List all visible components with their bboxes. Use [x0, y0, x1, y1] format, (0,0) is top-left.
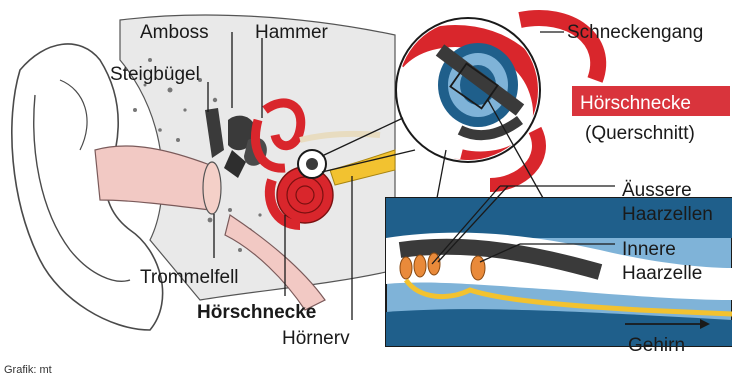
label-hoernerv: Hörnerv [282, 328, 350, 349]
label-steigbuegel: Steigbügel [110, 64, 200, 85]
eardrum [203, 162, 221, 214]
label-innere-line1: Innere [622, 239, 676, 260]
image-credit: Grafik: mt [4, 364, 52, 376]
label-querschnitt: (Querschnitt) [585, 123, 695, 144]
label-amboss: Amboss [140, 22, 209, 43]
label-aeussere-line1: Äussere [622, 180, 692, 201]
label-hoerschnecke: Hörschnecke [197, 302, 316, 323]
label-innere-line2: Haarzelle [622, 263, 702, 284]
label-aeussere-line2: Haarzellen [622, 204, 713, 225]
label-schneckengang: Schneckengang [567, 22, 703, 43]
label-gehirn: Gehirn [628, 335, 685, 356]
label-hoerschnecke-box: Hörschnecke [580, 93, 691, 114]
label-hammer: Hammer [255, 22, 329, 43]
label-trommelfell: Trommelfell [140, 267, 239, 288]
